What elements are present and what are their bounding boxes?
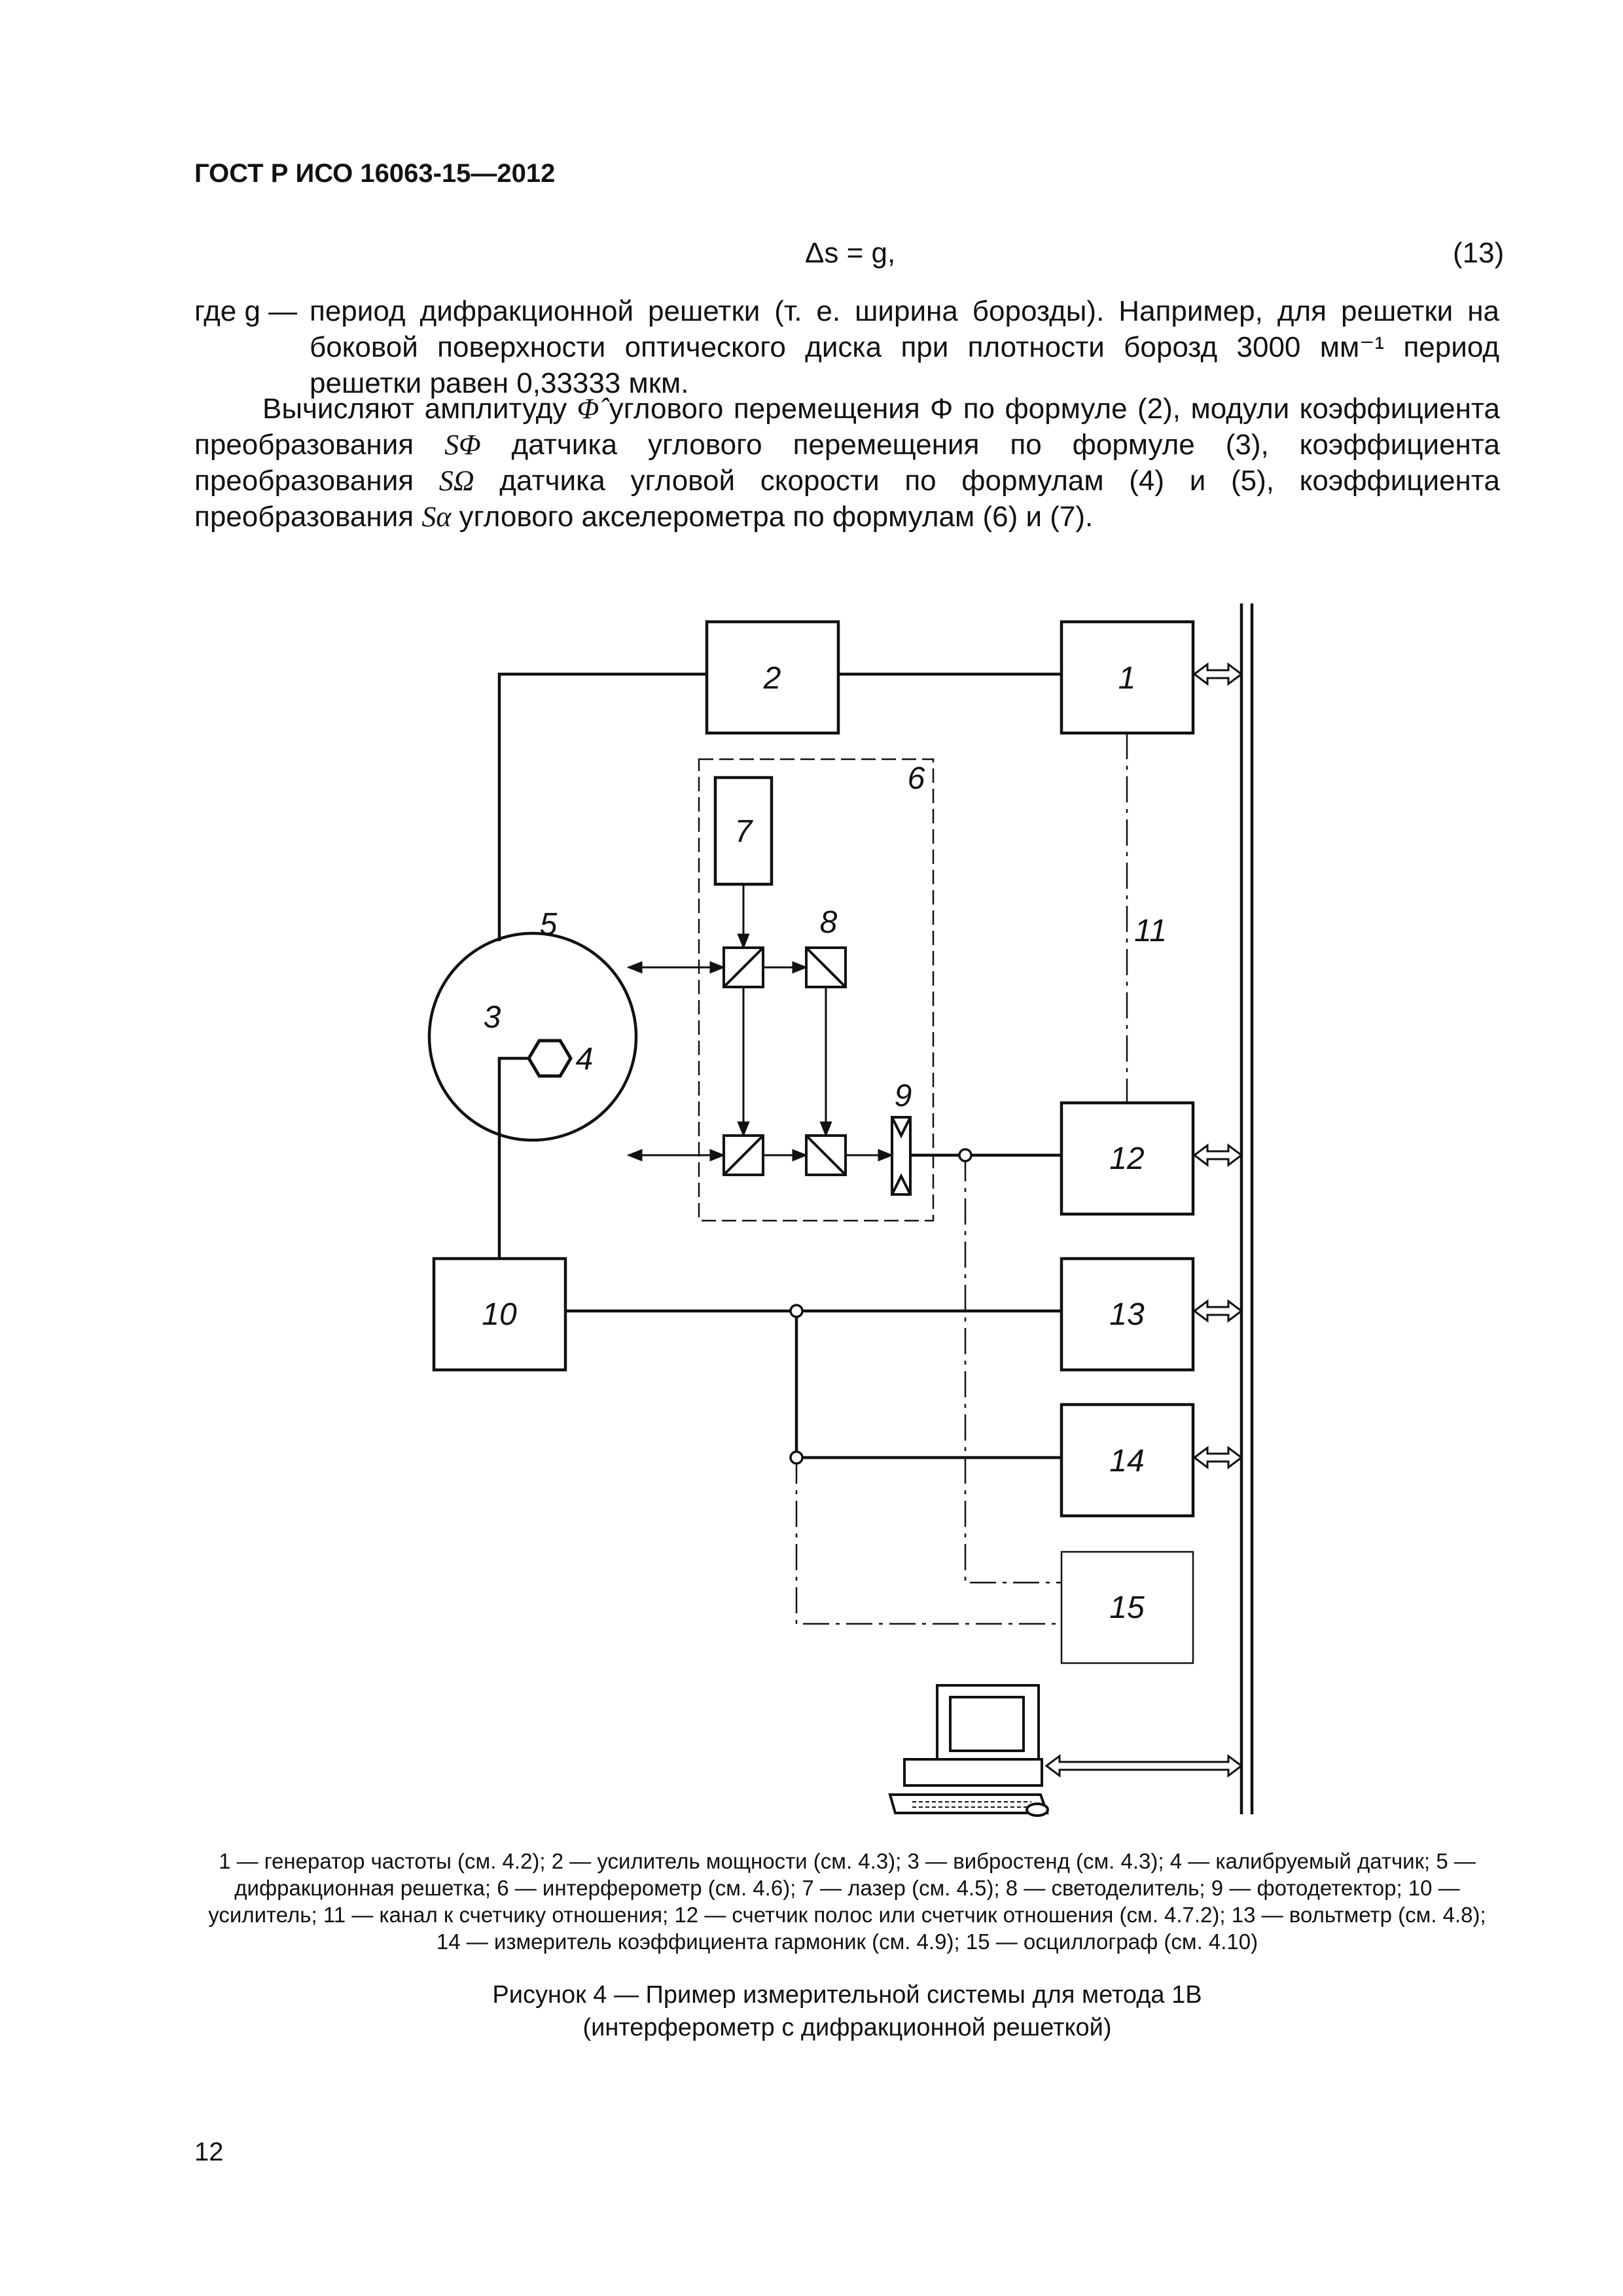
para-part-4: датчика угловой скорости по формулам (4)… bbox=[194, 465, 1500, 533]
label-1: 1 bbox=[1118, 661, 1136, 696]
document-header: ГОСТ Р ИСО 16063-15—2012 bbox=[194, 159, 556, 188]
where-text: период дифракционной решетки (т. е. шири… bbox=[310, 295, 1499, 399]
vibration-exciter-disk bbox=[427, 931, 638, 1142]
bus-arrow-14 bbox=[1192, 1446, 1243, 1469]
label-6: 6 bbox=[908, 761, 925, 796]
figure-title-line-2: (интерферометр с дифракционной решеткой) bbox=[582, 2014, 1112, 2041]
s-alpha-symbol: Sα bbox=[421, 501, 452, 533]
label-13: 13 bbox=[1109, 1297, 1145, 1332]
phi-hat-symbol: Φ̂ bbox=[577, 393, 599, 425]
wire-sensor-to-10 bbox=[497, 1056, 529, 1259]
photodetector-9 bbox=[891, 1116, 912, 1196]
signal-to-oscilloscope-a bbox=[964, 1155, 1061, 1584]
block-2-power-amplifier bbox=[705, 620, 840, 735]
label-2: 2 bbox=[763, 661, 781, 696]
para-part-2: углового перемещения Φ по формуле (2), м… bbox=[194, 393, 1500, 461]
figure-title: Рисунок 4 — Пример измерительной системы… bbox=[194, 1979, 1500, 2044]
wire-2-to-disk bbox=[497, 672, 707, 941]
interferometer-6-enclosure bbox=[698, 758, 935, 1222]
bus-arrow-computer bbox=[1044, 1754, 1243, 1778]
bus-arrow-13 bbox=[1192, 1299, 1243, 1323]
block-15-oscilloscope bbox=[1060, 1551, 1194, 1664]
label-15: 15 bbox=[1109, 1590, 1145, 1625]
bus-arrow-12 bbox=[1192, 1143, 1243, 1167]
s-phi-symbol: SΦ bbox=[444, 429, 481, 461]
page-number: 12 bbox=[194, 2138, 224, 2166]
computer-icon bbox=[888, 1684, 1049, 1817]
block-13-voltmeter bbox=[1060, 1257, 1195, 1372]
formula-number: (13) bbox=[1453, 237, 1505, 269]
formula-expression: Δs = g, bbox=[805, 237, 896, 269]
para-part-5: углового акселерометра по формулам (6) и… bbox=[451, 501, 1094, 533]
label-12: 12 bbox=[1109, 1141, 1144, 1176]
label-9: 9 bbox=[895, 1079, 912, 1113]
label-3: 3 bbox=[484, 1000, 501, 1035]
formula-13: Δs = g, (13) bbox=[805, 237, 1504, 270]
para-part-3: датчика углового перемещения по формуле … bbox=[194, 429, 1500, 497]
calibrated-sensor-hexagon bbox=[527, 1039, 573, 1078]
label-14: 14 bbox=[1109, 1444, 1144, 1479]
body-paragraph: Вычисляют амплитуду Φ̂ углового перемеще… bbox=[194, 391, 1500, 535]
s-omega-symbol: SΩ bbox=[438, 465, 474, 497]
junction-node bbox=[958, 1148, 972, 1162]
figure-legend: 1 — генератор частоты (см. 4.2); 2 — уси… bbox=[208, 1849, 1486, 1954]
block-14-distortion-meter bbox=[1060, 1403, 1195, 1518]
junction-node bbox=[789, 1304, 804, 1318]
bus-arrow-1 bbox=[1192, 662, 1243, 686]
junction-node bbox=[789, 1450, 804, 1465]
figure-title-line-1: Рисунок 4 — Пример измерительной системы… bbox=[492, 1981, 1202, 2009]
label-10: 10 bbox=[482, 1297, 517, 1332]
label-4: 4 bbox=[576, 1042, 594, 1077]
where-label: где g — bbox=[194, 295, 298, 327]
signal-to-oscilloscope-b bbox=[795, 1458, 1061, 1625]
label-8: 8 bbox=[820, 905, 838, 940]
para-part-1: Вычисляют амплитуду bbox=[262, 393, 577, 425]
label-5: 5 bbox=[540, 907, 558, 942]
label-7: 7 bbox=[735, 814, 754, 849]
label-11: 11 bbox=[1134, 914, 1167, 948]
